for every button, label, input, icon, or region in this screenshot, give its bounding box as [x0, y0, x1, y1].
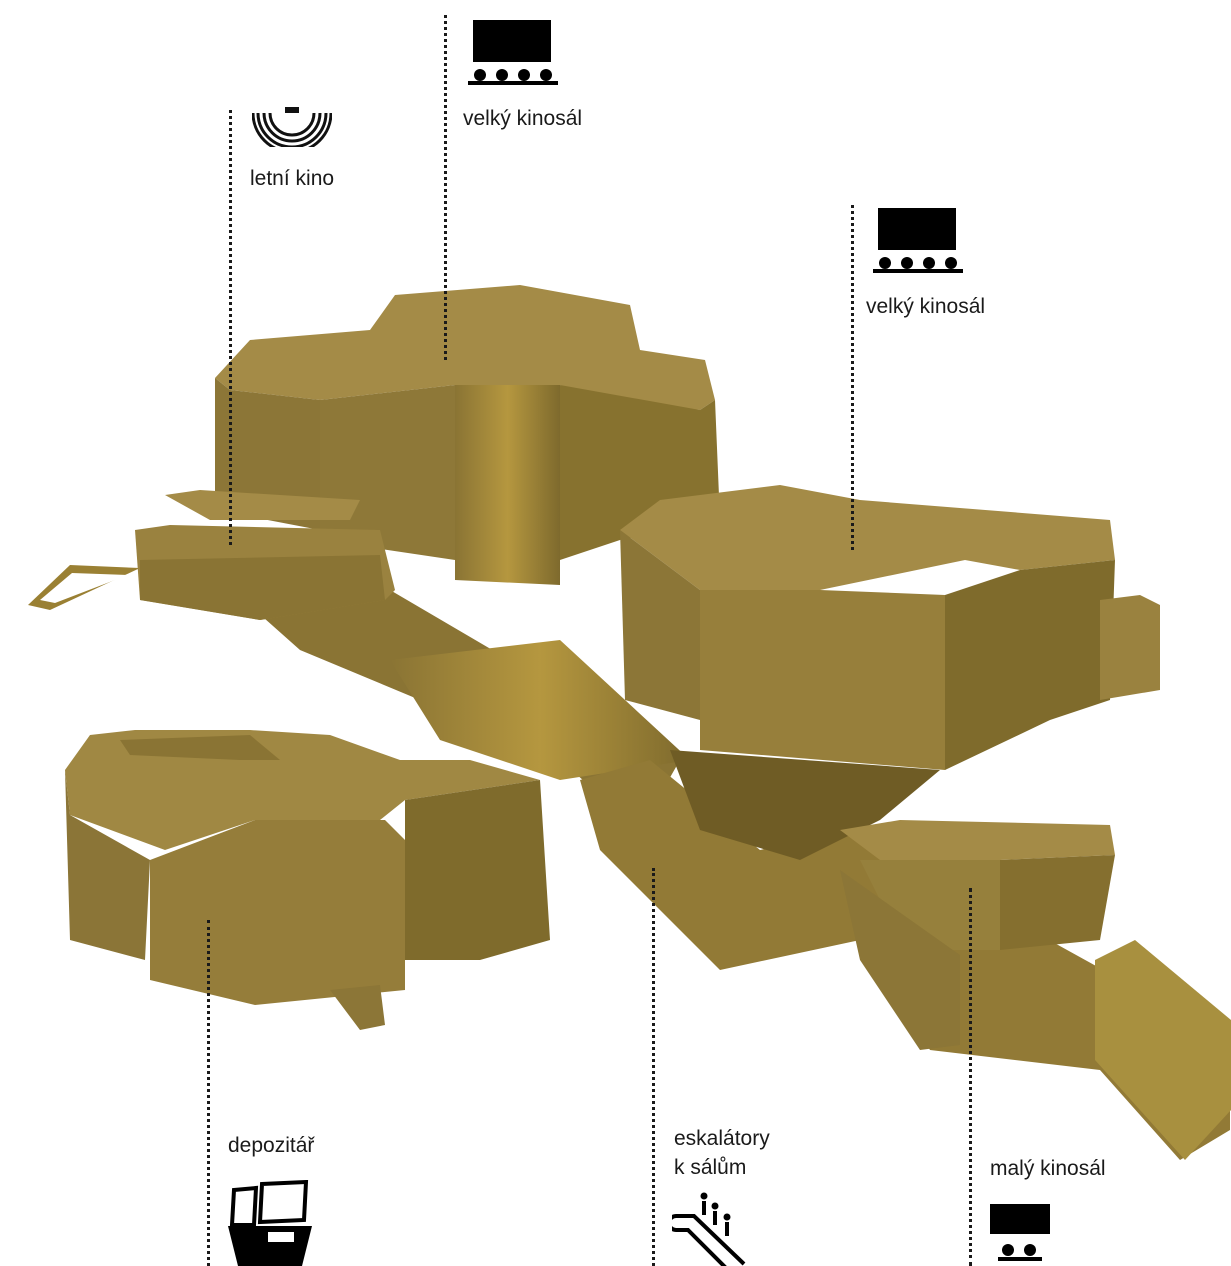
leader-line-depot	[207, 920, 210, 1266]
leader-line-big-hall-2	[851, 205, 854, 550]
leader-line-summer-cinema	[229, 110, 232, 545]
small-cinema-hall-icon	[990, 1204, 1054, 1266]
label-big-hall-2: velký kinosál	[866, 293, 985, 320]
large-cinema-hall-icon	[463, 20, 563, 88]
label-big-hall-1: velký kinosál	[463, 105, 582, 132]
leader-line-big-hall-1	[444, 15, 447, 360]
leader-line-small-hall	[969, 888, 972, 1266]
large-cinema-hall-icon	[868, 208, 968, 276]
leader-line-escalators	[652, 868, 655, 1266]
archive-depot-icon	[226, 1180, 314, 1266]
label-escalators-line1: eskalátory	[674, 1125, 770, 1152]
label-small-hall: malý kinosál	[990, 1155, 1106, 1182]
open-air-cinema-icon	[252, 105, 332, 147]
escalator-icon	[672, 1190, 762, 1266]
volume-big-hall-2	[620, 485, 1160, 860]
label-escalators-line2: k sálům	[674, 1154, 746, 1181]
volume-depot	[65, 730, 550, 1030]
label-summer-cinema: letní kino	[250, 165, 334, 192]
summer-cinema-railing	[28, 565, 140, 610]
label-depot: depozitář	[228, 1132, 314, 1159]
